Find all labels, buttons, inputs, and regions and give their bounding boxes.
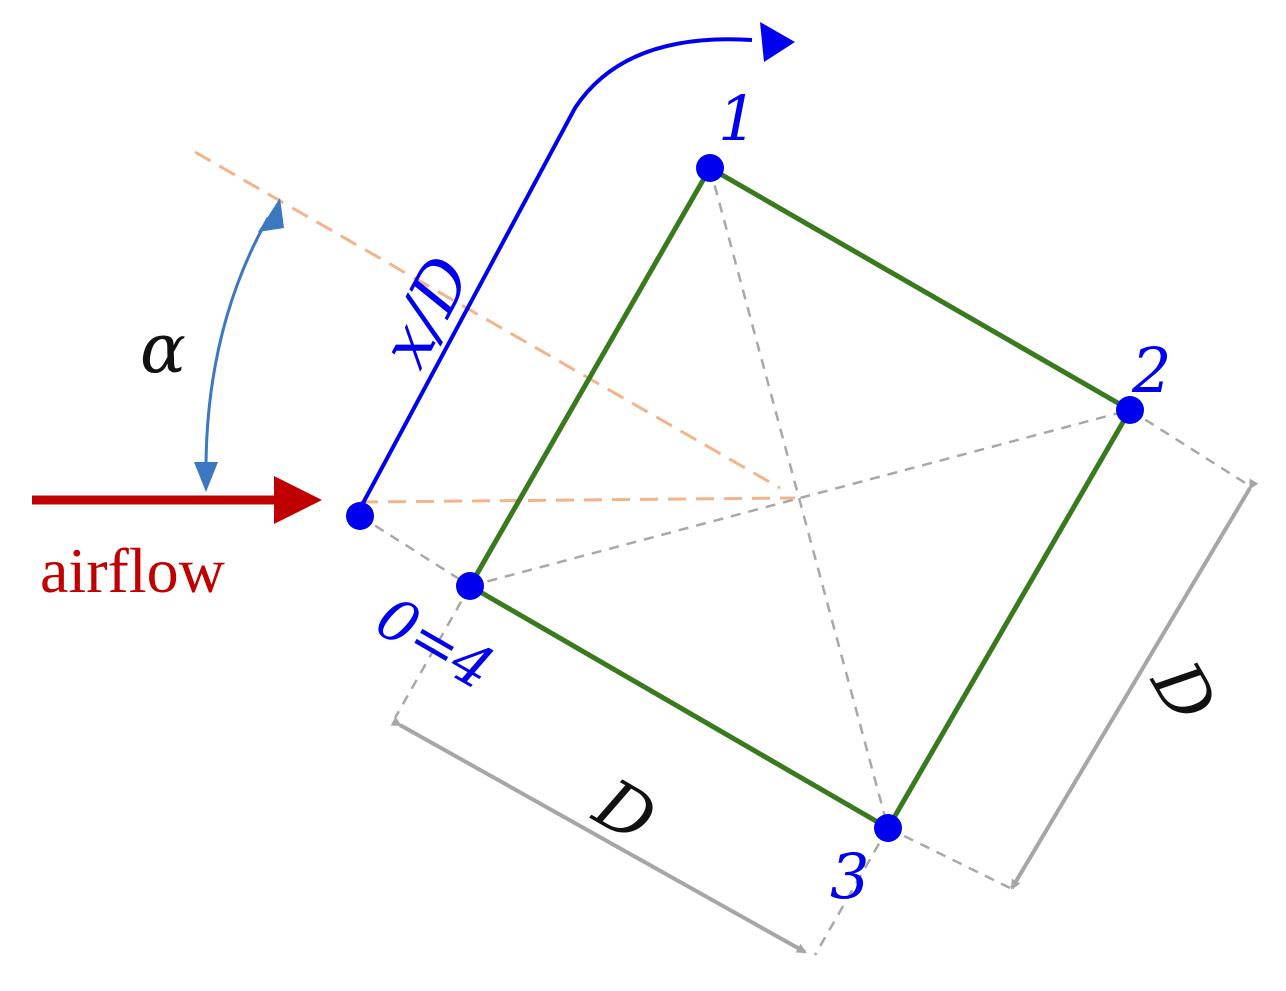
alpha-arc-arrowhead-top <box>258 198 284 232</box>
point-3 <box>874 814 902 842</box>
alpha-arc-arrowhead-bottom <box>194 462 218 492</box>
xd-label: x/D <box>366 244 487 379</box>
point-3-label: 3 <box>830 840 869 913</box>
dimension-arrow-bottom <box>390 716 807 954</box>
dimension-arrow-right <box>1010 478 1259 890</box>
point-0-4-label: 0=4 <box>365 583 505 703</box>
angled-reference-dashed-line <box>194 150 781 490</box>
alpha-arc <box>204 217 270 476</box>
point-1 <box>696 154 724 182</box>
origin-point <box>346 502 374 530</box>
airflow-arrowhead <box>274 476 322 524</box>
point-1-label: 1 <box>718 82 757 155</box>
extension-0-down <box>393 585 472 719</box>
diagonal-0-2 <box>469 408 1131 588</box>
point-2-label: 2 <box>1131 334 1171 407</box>
xd-arrowhead <box>760 22 795 62</box>
point-0-4 <box>456 572 484 600</box>
extension-3-right <box>887 826 1011 890</box>
airflow-direction-dashed-line <box>359 496 796 504</box>
extension-2-right <box>1129 408 1251 488</box>
diagonal-1-3 <box>708 167 890 829</box>
alpha-label: α <box>140 310 186 389</box>
xd-arrow-path <box>360 37 753 506</box>
extension-3-down <box>813 827 890 956</box>
point-2 <box>1116 396 1144 424</box>
airflow-label: airflow <box>40 535 225 606</box>
dimension-label-bottom: D <box>580 763 668 860</box>
extension-origin-to-0 <box>359 514 471 588</box>
